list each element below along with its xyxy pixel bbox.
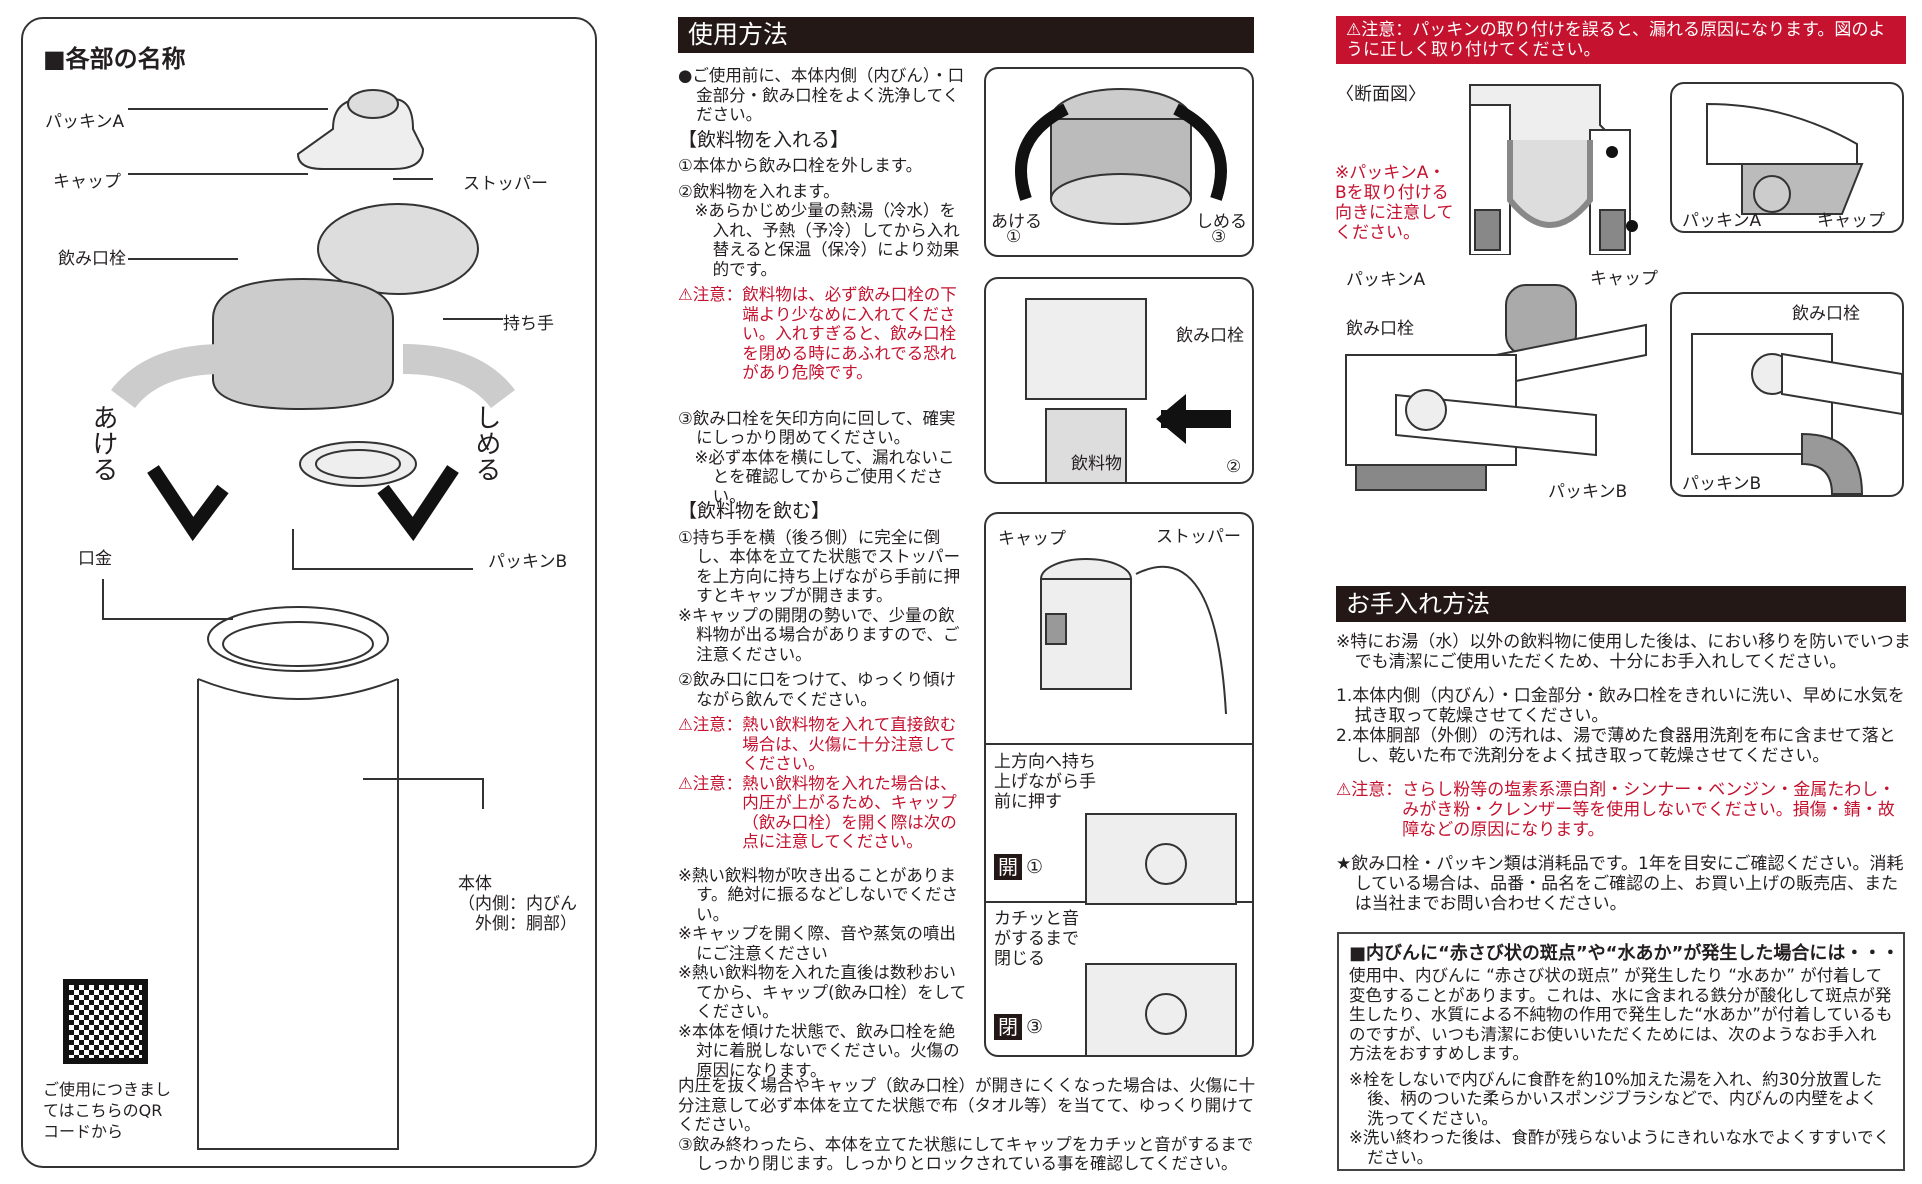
- assembly-spout-label: 飲み口栓: [1346, 319, 1414, 339]
- cap-opening-illustration: [986, 558, 1252, 1055]
- warning-text: 熱い飲料物を入れた場合は、内圧が上がるため、キャップ（飲み口栓）を開く際は次の点…: [742, 773, 957, 852]
- figure-open-cap: キャップ ストッパー 上方向へ持ち上げながら手前に押す 開 ① カチッと音がする…: [984, 512, 1254, 1057]
- care-text: ※特にお湯（水）以外の飲料物に使用した後は、におい移りを防いでいつまでも清潔にご…: [1336, 632, 1911, 922]
- packing-a-detail: パッキンA キャップ: [1670, 82, 1904, 233]
- detail-spout-label: 飲み口栓: [1792, 304, 1860, 324]
- section-label: 〈断面図〉: [1336, 84, 1426, 105]
- hot-note-2: ※キャップを開く際、音や蒸気の噴出にご注意ください: [678, 924, 956, 963]
- label-stopper: ストッパー: [463, 174, 548, 194]
- fill-step-1: ①本体から飲み口栓を外します。: [678, 156, 923, 175]
- detail-cap-label: キャップ: [1817, 211, 1885, 231]
- detail-packing-b-label: パッキンB: [1682, 474, 1762, 494]
- drink-step-3: ③飲み終わったら、本体を立てた状態にしてキャップをカチッと音がするまでしっかり閉…: [678, 1134, 1254, 1174]
- consumable-note: ★飲み口栓・パッキン類は消耗品です。1年を目安にご確認ください。消耗している場合…: [1336, 854, 1904, 914]
- label-cap: キャップ: [53, 172, 121, 192]
- spout-assembly-illustration: [1345, 284, 1647, 491]
- fill-step-3-note: ※必ず本体を横にして、漏れないことを確認してからご使用ください。: [694, 447, 955, 506]
- packing-b-detail: 飲み口栓 パッキンB: [1670, 292, 1904, 497]
- usage-intro: ●ご使用前に、本体内側（内びん）・口金部分・飲み口栓をよく洗浄してください。: [678, 66, 965, 124]
- usage-bottom-text: 内圧を抜く場合やキャップ（飲み口栓）が開きにくくなった場合は、火傷に十分注意して…: [678, 1076, 1268, 1180]
- label-body-outer: 外側：胴部）: [475, 914, 577, 934]
- care-step-1: 1.本体内側（内びん）・口金部分・飲み口栓をきれいに洗い、早めに水気を拭き取って…: [1336, 686, 1905, 726]
- label-body: 本体: [458, 874, 492, 894]
- warning-label: ⚠注意：: [678, 773, 743, 793]
- warning-text: さらし粉等の塩素系漂白剤・シンナー・ベンジン・金属たわし・みがき粉・クレンザー等…: [1402, 780, 1896, 840]
- warning-label: ⚠注意：: [678, 715, 743, 734]
- assembly-cap-label: キャップ: [1590, 269, 1658, 289]
- qr-code[interactable]: [63, 979, 148, 1064]
- usage-fill-text: ●ご使用前に、本体内側（内びん）・口金部分・飲み口栓をよく洗浄してください。 【…: [678, 66, 970, 512]
- fill-heading: 【飲料物を入れる】: [678, 128, 850, 151]
- label-close: しめる: [471, 404, 501, 482]
- warning-label: ⚠注意：: [1336, 780, 1403, 800]
- rust-body: 使用中、内びんに “赤さび状の斑点” が発生したり “水あか” が付着して変色す…: [1349, 966, 1893, 1063]
- figure-open-close: あける ① しめる ③: [984, 67, 1254, 257]
- usage-drink-text: 【飲料物を飲む】 ①持ち手を横（後ろ側）に完全に倒し、本体を立てた状態でストッパ…: [678, 500, 970, 1086]
- hot-note-3: ※熱い飲料物を入れた直後は数秒おいてから、キャップ(飲み口栓）をしてください。: [678, 963, 967, 1021]
- close-tag: 閉: [994, 1014, 1022, 1040]
- warning-label: ⚠注意：: [678, 285, 743, 304]
- fig-open-label: あける: [991, 212, 1042, 232]
- fig-spout-label: 飲み口栓: [1176, 326, 1244, 346]
- rust-note-2: ※洗い終わった後は、食酢が残らないようにきれいな水でよくすすいでください。: [1349, 1128, 1891, 1167]
- rust-note-1: ※栓をしないで内びんに食酢を約10%加えた湯を入れ、約30分放置した後、柄のつい…: [1349, 1069, 1883, 1128]
- assembly-packing-b-label: パッキンB: [1548, 482, 1628, 502]
- care-warning: ⚠注意：さらし粉等の塩素系漂白剤・シンナー・ベンジン・金属たわし・みがき粉・クレ…: [1336, 780, 1911, 840]
- drink-heading: 【飲料物を飲む】: [678, 500, 831, 522]
- fill-warning: ⚠注意：飲料物は、必ず飲み口栓の下端より少なめに入れてください。入れすぎると、飲…: [678, 285, 970, 383]
- care-header: お手入れ方法: [1336, 586, 1906, 622]
- assembly-packing-a-label: パッキンA: [1346, 270, 1426, 290]
- fig-number: ②: [1226, 457, 1242, 477]
- fig-click-caption: カチッと音がするまで閉じる: [994, 909, 1079, 969]
- qr-caption: ご使用につきましてはこちらのQRコードから: [43, 1080, 172, 1141]
- fill-step-3: ③飲み口栓を矢印方向に回して、確実にしっかり閉めてください。: [678, 408, 956, 448]
- close-number: ③: [1026, 1016, 1044, 1038]
- hot-note-4: ※本体を傾けた状態で、飲み口栓を絶対に着脱しないでください。火傷の原因になります…: [678, 1021, 960, 1080]
- spout-rotation-illustration: [1015, 88, 1227, 225]
- fig-lift-caption: 上方向へ持ち上げながら手前に押す: [994, 752, 1096, 812]
- fig-stopper-label: ストッパー: [1156, 527, 1241, 547]
- fig-drink-label: 飲料物: [1071, 454, 1122, 474]
- drink-step-1: ①持ち手を横（後ろ側）に完全に倒し、本体を立てた状態でストッパーを上方向に持ち上…: [678, 527, 961, 606]
- label-packing-a: パッキンA: [45, 112, 125, 132]
- figure-closing-cross-section: 飲み口栓 飲料物 ②: [984, 277, 1254, 484]
- drink-step-2: ②飲み口に口をつけて、ゆっくり傾けながら飲んでください。: [678, 670, 956, 709]
- usage-header: 使用方法: [678, 17, 1254, 53]
- packing-orientation-note: ※パッキンA・Bを取り付ける向きに注意してください。: [1335, 163, 1454, 243]
- fig-cap-label: キャップ: [998, 529, 1066, 549]
- hot-note-1: ※熱い飲料物が吹き出ることがあります。絶対に振るなどしないでください。: [678, 865, 958, 924]
- fig-close-label: しめる: [1196, 212, 1247, 232]
- fill-step-2-note: ※あらかじめ少量の熱湯（冷水）を入れ、予熱（予冷）してから入れ替えると保温（保冷…: [694, 201, 960, 279]
- cross-section-illustration: [1469, 84, 1638, 255]
- label-body-inner: （内側：内びん: [458, 894, 577, 914]
- label-handle: 持ち手: [503, 314, 554, 334]
- label-spout: 飲み口栓: [58, 249, 126, 269]
- parts-panel: ■各部の名称 パッキンA キャップ ストッパー 飲み口栓 持ち手 あける しめる…: [21, 17, 597, 1168]
- label-packing-b: パッキンB: [488, 552, 568, 572]
- drink-warning-1: ⚠注意：熱い飲料物を入れて直接飲む場合は、火傷に十分注意してください。: [678, 715, 970, 774]
- care-step-2: 2.本体胴部（外側）の汚れは、湯で薄めた食器用洗剤を布に含ませて落とし、乾いた布…: [1336, 726, 1896, 766]
- rust-box: ■内びんに“赤さび状の斑点”や“水あか”が発生した場合には・・・ 使用中、内びん…: [1337, 932, 1905, 1171]
- packing-warning-banner: ⚠注意：パッキンの取り付けを誤ると、漏れる原因になります。図のように正しく取り付…: [1336, 16, 1906, 64]
- fig-close-number: ③: [1211, 227, 1227, 247]
- warning-text: 熱い飲料物を入れて直接飲む場合は、火傷に十分注意してください。: [742, 715, 957, 773]
- pressure-note: 内圧を抜く場合やキャップ（飲み口栓）が開きにくくなった場合は、火傷に十分注意して…: [678, 1076, 1256, 1134]
- care-intro: ※特にお湯（水）以外の飲料物に使用した後は、におい移りを防いでいつまでも清潔にご…: [1336, 632, 1911, 672]
- open-number: ①: [1026, 856, 1044, 878]
- closing-cross-section-illustration: [1025, 298, 1231, 482]
- drink-step-1-note: ※キャップの開閉の勢いで、少量の飲料物が出る場合がありますので、ご注意ください。: [678, 605, 960, 664]
- parts-title: ■各部の名称: [43, 45, 186, 73]
- rust-title: ■内びんに“赤さび状の斑点”や“水あか”が発生した場合には・・・: [1349, 943, 1900, 964]
- warning-text: 飲料物は、必ず飲み口栓の下端より少なめに入れてください。入れすぎると、飲み口栓を…: [742, 285, 957, 382]
- detail-packing-a-label: パッキンA: [1682, 211, 1762, 231]
- packing-b-illustration: [1691, 333, 1902, 495]
- bottle-exploded-illustration: [102, 89, 515, 1150]
- label-mouth: 口金: [78, 549, 112, 569]
- fig-open-number: ①: [1006, 227, 1022, 247]
- fill-step-2: ②飲料物を入れます。: [678, 181, 840, 201]
- packing-a-illustration: [1706, 102, 1864, 215]
- drink-warning-2: ⚠注意：熱い飲料物を入れた場合は、内圧が上がるため、キャップ（飲み口栓）を開く際…: [678, 774, 970, 852]
- label-open: あける: [88, 404, 118, 482]
- open-tag: 開: [994, 854, 1022, 880]
